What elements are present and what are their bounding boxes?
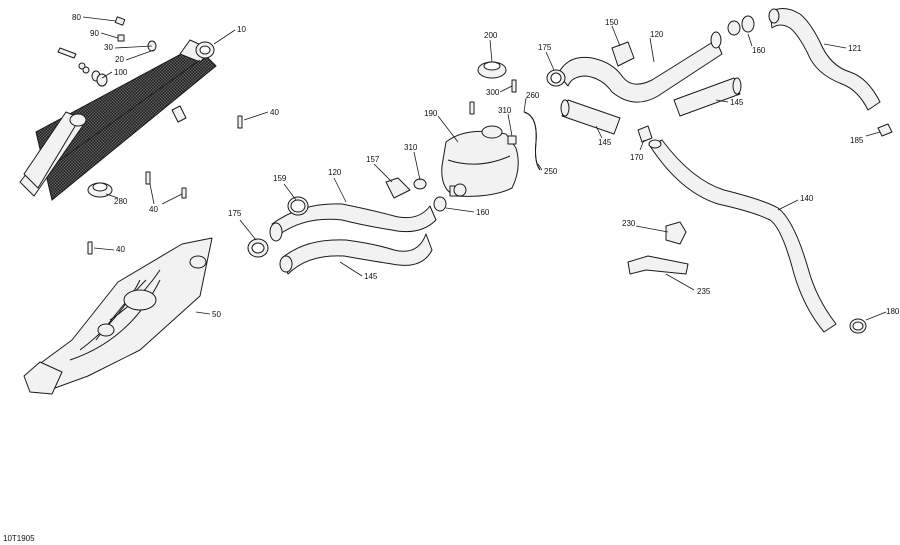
hose-120-lower (269, 203, 437, 242)
clamp-150 (611, 41, 635, 67)
radiator-hardware (57, 16, 157, 87)
callout-170: 170 (630, 153, 644, 162)
callout-185: 185 (850, 136, 864, 145)
callout-180: 180 (886, 307, 900, 316)
callout-80: 80 (72, 13, 81, 22)
callout-20: 20 (115, 55, 124, 64)
hose-145-lower (279, 233, 433, 275)
callout-30: 30 (104, 43, 113, 52)
clamp-160-b (727, 15, 755, 36)
callout-140: 140 (800, 194, 814, 203)
clamp-180 (849, 318, 867, 334)
callout-200: 200 (484, 31, 498, 40)
hose-120-upper (557, 31, 723, 103)
overflow-hose-250 (523, 111, 541, 171)
callout-310-b: 310 (498, 106, 512, 115)
callout-190: 190 (424, 109, 438, 118)
clamp-175-left (247, 238, 269, 258)
bracket-230 (665, 221, 687, 245)
clamp-159 (287, 196, 309, 216)
clamp-157 (385, 177, 411, 199)
callout-280: 280 (114, 197, 128, 206)
callout-159: 159 (273, 174, 287, 183)
callout-310-a: 310 (404, 143, 418, 152)
callout-157: 157 (366, 155, 380, 164)
callout-300: 300 (486, 88, 500, 97)
callout-160-b: 160 (752, 46, 766, 55)
hose-121 (768, 8, 881, 111)
callout-260: 260 (526, 91, 540, 100)
callout-90: 90 (90, 29, 99, 38)
callout-120-b: 120 (650, 30, 664, 39)
callouts: 80 90 30 20 100 10 40 40 280 40 50 159 1… (72, 13, 900, 321)
bracket-235 (627, 255, 689, 275)
tank-cap-200 (477, 61, 507, 79)
clamp-185 (877, 123, 893, 137)
expansion-tank (441, 125, 519, 197)
hose-145-right (673, 77, 742, 117)
clamp-160-a (433, 196, 447, 212)
clamp-175-right (546, 69, 566, 87)
grommet-280 (87, 182, 113, 198)
callout-175-b: 175 (538, 43, 552, 52)
callout-120-a: 120 (328, 168, 342, 177)
callout-100: 100 (114, 68, 128, 77)
clamp-310-a (413, 178, 427, 190)
callout-40-c: 40 (116, 245, 125, 254)
callout-250: 250 (544, 167, 558, 176)
callout-145-c: 145 (598, 138, 612, 147)
pipe-140 (648, 139, 837, 333)
callout-121: 121 (848, 44, 862, 53)
radiator (19, 39, 217, 201)
callout-40-a: 40 (270, 108, 279, 117)
callout-10: 10 (237, 25, 246, 34)
callout-150: 150 (605, 18, 619, 27)
clamp-170 (637, 125, 653, 143)
bolt-300 (469, 79, 517, 115)
callout-230: 230 (622, 219, 636, 228)
callout-175-a: 175 (228, 209, 242, 218)
callout-145-a: 145 (364, 272, 378, 281)
callout-235: 235 (697, 287, 711, 296)
fan-shroud (23, 237, 213, 395)
hose-145-middle (560, 99, 621, 135)
callout-145-b: 145 (730, 98, 744, 107)
callout-160-a: 160 (476, 208, 490, 217)
drawing-reference: 10T1905 (3, 534, 35, 543)
callout-50: 50 (212, 310, 221, 319)
clamp-310-b (507, 135, 517, 145)
callout-40-b: 40 (149, 205, 158, 214)
